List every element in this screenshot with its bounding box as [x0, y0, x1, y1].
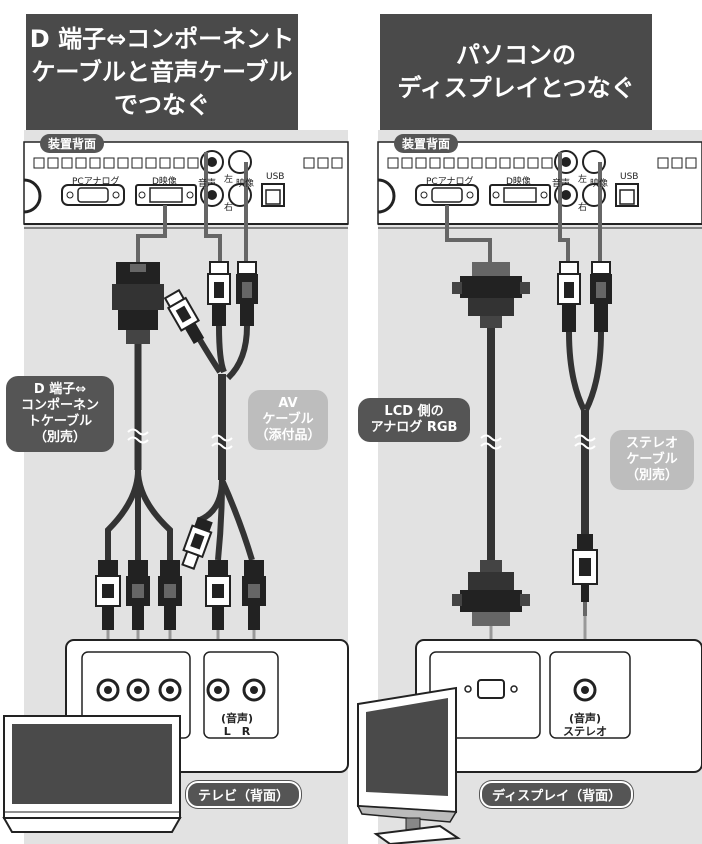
right-title-line-1: パソコンの: [456, 41, 576, 69]
right-port-label-d-video: D映像: [506, 177, 531, 187]
left-d-cable-label: D 端子⇔ コンポーネン トケーブル （別売）: [6, 376, 114, 452]
right-port-label-video: 映像: [590, 179, 609, 189]
right-bs-port: [377, 178, 396, 214]
left-av-cable-label-line-3: （添付品）: [255, 428, 321, 443]
right-title: パソコンの ディスプレイとつなぐ: [380, 14, 652, 130]
left-port-label-left: 左: [224, 175, 234, 185]
left-diagram-graphics: [2, 141, 349, 833]
left-av-cable-label-line-1: AV: [278, 396, 298, 411]
right-display-back-label: ディスプレイ（背面）: [480, 781, 634, 808]
left-tv-back-label: テレビ（背面）: [186, 781, 302, 808]
right-port-label-right: 右: [578, 203, 588, 213]
left-port-label-d-video: D映像: [152, 177, 177, 187]
right-audio-text-line-2: ステレオ: [563, 725, 607, 738]
right-audio-text-line-1: (音声): [568, 712, 602, 725]
right-vga-jack: [464, 679, 518, 699]
right-diagram-graphics: [356, 141, 702, 844]
left-av-plug-top-black: [236, 261, 258, 326]
right-port-label-audio: 音声: [552, 179, 571, 189]
right-device-back-panel: [377, 141, 702, 225]
right-rgb-cable-label-line-2: アナログ RGB: [370, 420, 458, 435]
right-stereo-cable-label: ステレオ ケーブル （別売）: [610, 430, 694, 490]
right-rgb-cable-label-line-1: LCD 側の: [384, 404, 444, 419]
right-monitor: [356, 686, 461, 844]
right-port-label-left: 左: [578, 175, 588, 185]
left-av-plug-spare: [163, 288, 205, 345]
left-d-cable-label-line-1: D 端子⇔: [33, 382, 87, 397]
left-title-line-1: D 端子⇔コンポーネント: [29, 24, 295, 53]
right-device-back-label: 装置背面: [394, 134, 459, 153]
right-stereo-jack: [573, 678, 597, 702]
right-display-back-panel: [415, 639, 702, 773]
left-port-label-pc-analog: PCアナログ: [72, 177, 120, 187]
left-port-label-right: 右: [224, 203, 234, 213]
left-title-line-3: でつなぐ: [114, 90, 210, 119]
left-d-cable-label-line-3: トケーブル: [27, 414, 93, 429]
left-av-cable-label: AV ケーブル （添付品）: [248, 390, 328, 450]
left-port-label-usb: USB: [266, 172, 285, 182]
right-stereo-plug-white: [557, 261, 581, 332]
right-rgb-cable-label: LCD 側の アナログ RGB: [358, 398, 470, 442]
left-audio-text: (音声) L R: [206, 712, 268, 738]
left-d-plug: [112, 262, 164, 344]
left-diagram-panel: D 端子⇔コンポーネント ケーブルと音声ケーブル でつなぐ: [0, 0, 349, 844]
left-audio-text-line-2: L R: [223, 725, 251, 738]
left-bs-port: [23, 178, 42, 214]
right-diagram-panel: パソコンの ディスプレイとつなぐ: [354, 0, 702, 844]
left-device-back-label: 装置背面: [40, 134, 105, 153]
left-title: D 端子⇔コンポーネント ケーブルと音声ケーブル でつなぐ: [26, 14, 298, 130]
right-vga-plug-bottom: [452, 560, 530, 626]
left-d-cable-label-line-2: コンポーネン: [20, 398, 99, 413]
left-d-cable-label-line-4: （別売）: [33, 430, 86, 445]
left-tv-set: [2, 715, 182, 833]
right-vent-holes: [387, 157, 697, 169]
right-stereo-cable-label-line-2: ケーブル: [626, 452, 678, 467]
right-port-label-pc-analog: PCアナログ: [426, 177, 474, 187]
right-audio-text: (音声) ステレオ: [550, 712, 620, 738]
right-stereo-cable-label-line-3: （別売）: [625, 468, 678, 483]
right-stereo-cable-label-line-1: ステレオ: [625, 436, 678, 451]
left-av-plug-top-white: [207, 261, 231, 326]
right-title-line-2: ディスプレイとつなぐ: [397, 74, 635, 102]
right-port-label-usb: USB: [620, 172, 639, 182]
right-stereo-plug-black: [590, 261, 612, 332]
left-av-plug-mid-spare: [181, 516, 213, 570]
left-port-label-video: 映像: [236, 179, 255, 189]
left-tv-jacks: [96, 678, 266, 702]
right-stereo-mini-plug: [572, 534, 598, 616]
left-device-back-panel: [23, 141, 349, 225]
left-d-cable-lead: [136, 205, 167, 262]
left-port-label-audio: 音声: [198, 179, 217, 189]
right-vga-plug-top: [452, 262, 530, 328]
left-audio-text-line-1: (音声): [220, 712, 254, 725]
left-av-cable-label-line-2: ケーブル: [262, 412, 314, 427]
left-vent-holes: [33, 157, 343, 169]
left-title-line-2: ケーブルと音声ケーブル: [31, 57, 293, 86]
right-d-video-port: [489, 184, 551, 206]
left-bottom-plugs: [95, 560, 266, 630]
